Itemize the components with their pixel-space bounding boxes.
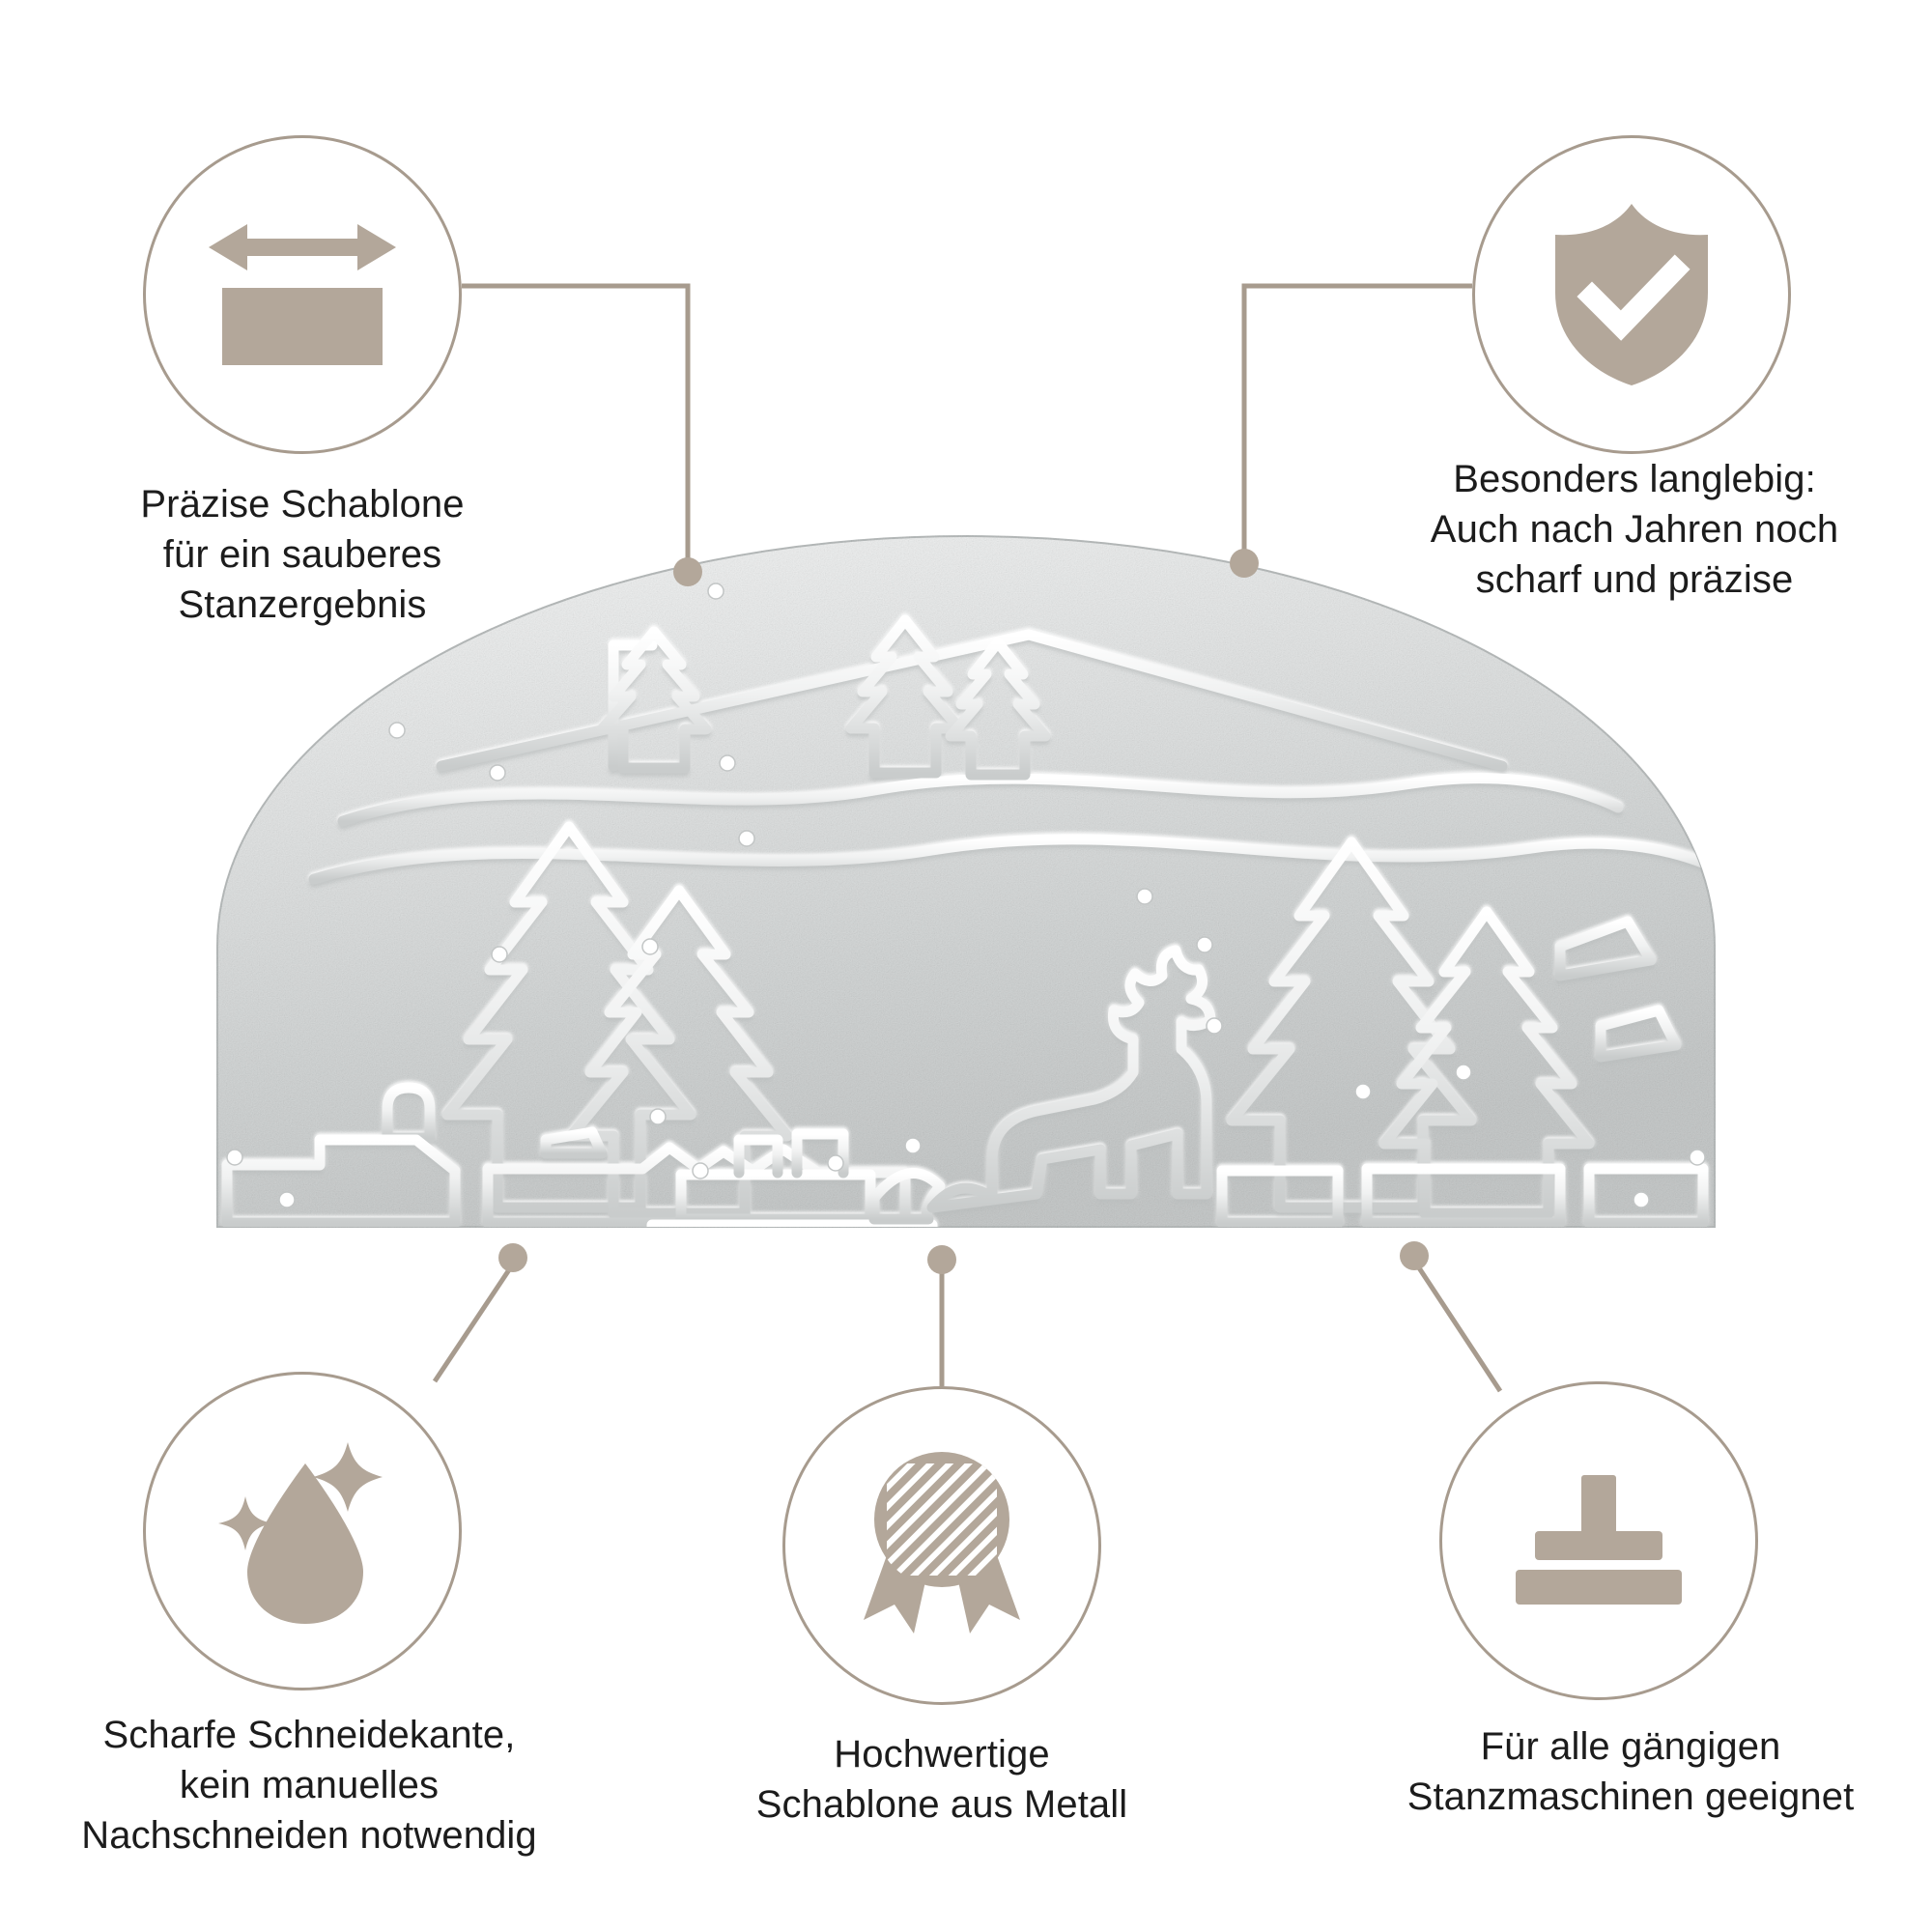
feature-icon-circle-precise-template (143, 135, 462, 454)
droplet-sparkle-icon (218, 1442, 383, 1624)
shield-check-icon (1555, 204, 1708, 385)
feature-icon-circle-sharp-edge (143, 1372, 462, 1690)
connector-bottom-right (1413, 1262, 1503, 1393)
connector-bottom-left (432, 1264, 515, 1383)
die-plate (216, 535, 1716, 1228)
stamp-press-icon (1516, 1475, 1682, 1605)
award-rosette-icon (864, 1452, 1020, 1634)
feature-caption-machine-compatible: Für alle gängigen Stanzmaschinen geeigne… (1406, 1725, 1855, 1818)
die-cut-lines (221, 614, 1711, 1227)
feature-icon-circle-machine-compatible (1439, 1381, 1758, 1700)
feature-caption-precise-template: Präzise Schablone für ein sauberes Stanz… (140, 483, 465, 626)
die-pin-holes (226, 582, 1706, 1208)
feature-icon-circle-long-lasting (1472, 135, 1791, 454)
width-arrow-rectangle-icon (209, 224, 396, 365)
feature-caption-long-lasting: Besonders langlebig: Auch nach Jahren no… (1430, 458, 1839, 601)
product-image-metal-die (198, 531, 1734, 1265)
feature-icon-circle-quality-metal (782, 1386, 1101, 1705)
feature-caption-sharp-edge: Scharfe Schneidekante, kein manuelles Na… (81, 1714, 537, 1857)
feature-caption-quality-metal: Hochwertige Schablone aus Metall (755, 1733, 1128, 1826)
